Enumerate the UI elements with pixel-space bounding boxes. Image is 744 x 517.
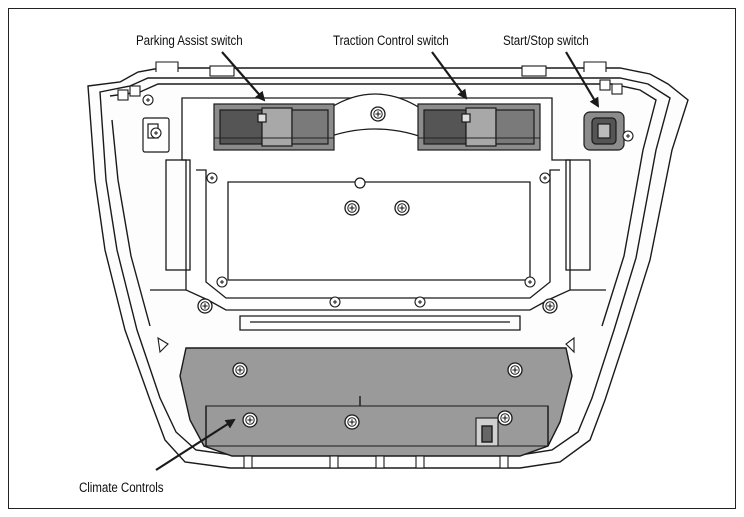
traction-control-arrow bbox=[431, 51, 468, 100]
climate-controls-arrow bbox=[155, 418, 236, 471]
traction-control-switch-graphic bbox=[417, 103, 541, 151]
callout-arrows bbox=[155, 51, 600, 471]
parking-assist-switch-graphic bbox=[213, 103, 335, 151]
start-stop-switch-graphic bbox=[583, 111, 625, 151]
parking-assist-arrow bbox=[221, 51, 266, 102]
bottom-clips bbox=[157, 336, 575, 469]
frame-screws bbox=[142, 94, 634, 314]
start-stop-arrow bbox=[565, 51, 600, 108]
start-stop-label: Start/Stop switch bbox=[503, 33, 589, 48]
top-clips bbox=[117, 61, 623, 101]
climate-controls-panel bbox=[179, 347, 573, 457]
climate-controls-label: Climate Controls bbox=[79, 480, 164, 495]
traction-control-label: Traction Control switch bbox=[333, 33, 449, 48]
parking-assist-label: Parking Assist switch bbox=[136, 33, 243, 48]
